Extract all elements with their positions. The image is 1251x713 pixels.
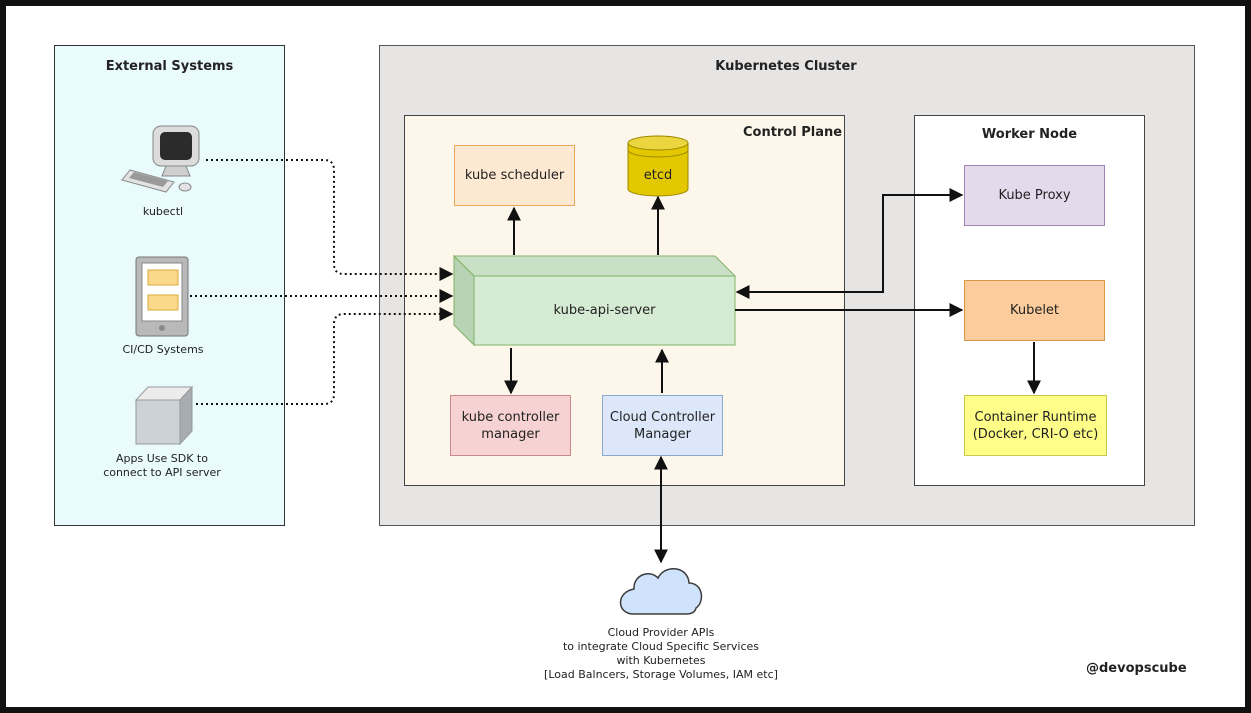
kubectl-label: kubectl xyxy=(142,205,184,218)
diagram-svg xyxy=(121,125,1041,615)
kube-proxy-box: Kube Proxy xyxy=(964,165,1105,226)
kube-scheduler-box: kube scheduler xyxy=(454,145,575,206)
cloud-controller-manager-box: Cloud Controller Manager xyxy=(602,395,723,456)
cloud-provider-caption: Cloud Provider APIs to integrate Cloud S… xyxy=(544,626,778,681)
kube-controller-manager-box: kube controller manager xyxy=(450,395,571,456)
kubernetes-cluster-title: Kubernetes Cluster xyxy=(715,59,857,74)
computer-icon xyxy=(121,125,200,193)
cicd-label: CI/CD Systems xyxy=(122,343,204,356)
etcd-cylinder xyxy=(627,135,689,197)
external-systems-title: External Systems xyxy=(105,59,234,74)
control-plane-title: Control Plane xyxy=(743,125,843,140)
dotted-connectors xyxy=(190,159,454,405)
kube-api-server-label: kube-api-server xyxy=(553,303,656,318)
etcd-label: etcd xyxy=(643,167,673,183)
diagram-canvas: External Systems Kubernetes Cluster Cont… xyxy=(6,6,1245,707)
kube-api-server-shape xyxy=(452,254,737,347)
cube-icon xyxy=(134,385,194,446)
tablet-icon xyxy=(135,256,189,337)
solid-connectors xyxy=(504,188,1041,564)
kubelet-box: Kubelet xyxy=(964,280,1105,341)
watermark: @devopscube xyxy=(1086,661,1187,676)
sdk-label: Apps Use SDK to connect to API server xyxy=(103,452,221,479)
cloud-icon xyxy=(619,568,703,615)
worker-node-title: Worker Node xyxy=(981,127,1078,142)
container-runtime-box: Container Runtime (Docker, CRI-O etc) xyxy=(964,395,1107,456)
